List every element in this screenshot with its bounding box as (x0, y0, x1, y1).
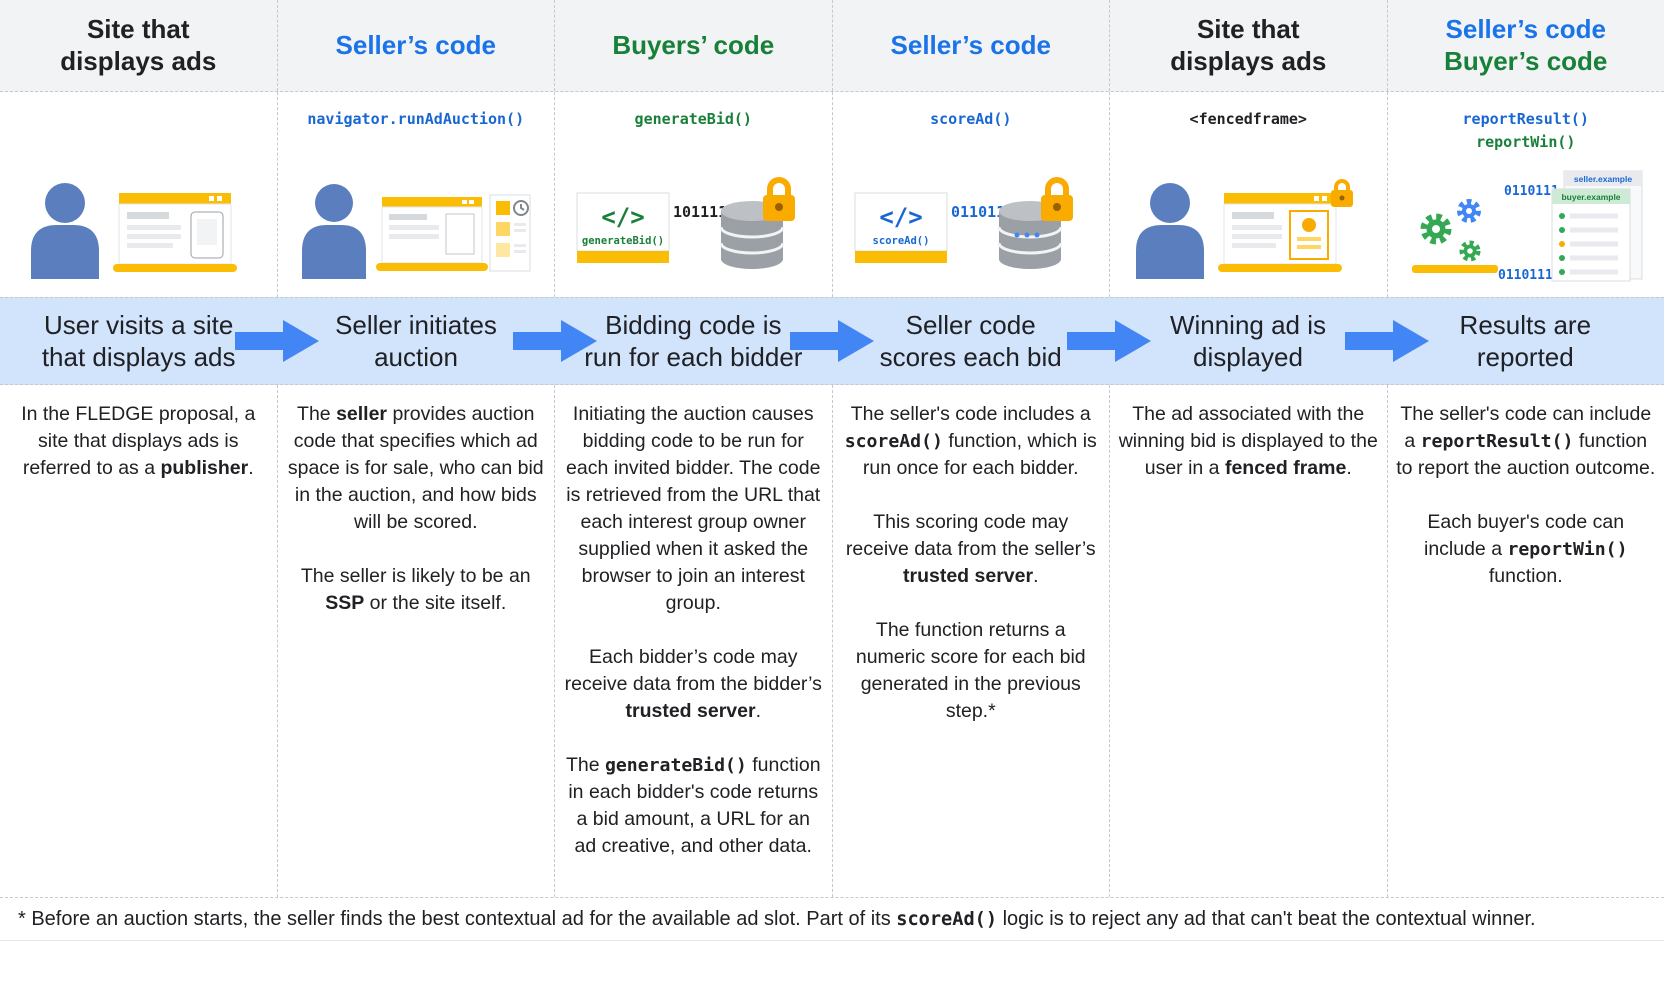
browser-window-icon (113, 192, 238, 272)
browser-window-icon (375, 196, 488, 271)
step-arrow-icon (235, 320, 320, 362)
column-content-3: generateBid() 1011110 </> generateBid() (555, 92, 833, 297)
user-icon (1136, 182, 1205, 279)
lock-icon (1331, 178, 1354, 207)
step-arrow-icon (512, 320, 597, 362)
gear-icon (1420, 213, 1452, 244)
api-label-runadauction: navigator.runAdAuction() (307, 110, 525, 128)
column-header-seller-code-1: Seller’s code (278, 0, 555, 91)
illustration-user-visits-site (0, 156, 277, 297)
seller-card-label: seller.example (1574, 174, 1632, 184)
illustration-scoring-code: 0110111 </> scoreAd() (833, 156, 1110, 297)
description-reporting: The seller's code can include a reportRe… (1396, 403, 1656, 587)
illustration-winning-ad (1110, 156, 1387, 297)
illustration-results-reported: 0110111 0110111 (1388, 156, 1664, 297)
api-label-report: reportResult()reportWin() (1462, 110, 1589, 152)
code-file-label: generateBid() (582, 235, 664, 247)
api-label-generatebid: generateBid() (634, 110, 752, 128)
code-glyph: </> (879, 203, 922, 231)
ad-slots-panel-icon (489, 194, 531, 271)
column-content-5: <fencedframe> (1110, 92, 1388, 297)
content-row: navigator.runAdAuction() (0, 92, 1664, 297)
step-arrow-icon (1067, 320, 1152, 362)
api-label-scoread: scoreAd() (930, 110, 1012, 128)
bidding-code-file-icon: </> generateBid() (576, 192, 670, 263)
gear-icon (1459, 240, 1481, 261)
lock-icon (763, 176, 796, 221)
column-header-seller-code-2: Seller’s code (833, 0, 1110, 91)
binary-data: 1011110 (673, 203, 736, 221)
column-content-4: scoreAd() 0110111 </> scoreAd() (833, 92, 1110, 297)
buyer-report-card-icon: buyer.example (1551, 188, 1631, 281)
description-seller-auction: The seller provides auction code that sp… (278, 385, 555, 897)
bottom-strip (0, 940, 1664, 1000)
winning-ad-icon (1289, 209, 1330, 260)
binary-data: 0110111 (951, 203, 1014, 221)
api-label-fencedframe: <fencedframe> (1189, 110, 1307, 128)
column-content-1 (0, 92, 278, 297)
user-icon (31, 182, 100, 279)
step-arrow-icon (1344, 320, 1429, 362)
binary-data: 0110111 (1504, 184, 1559, 199)
description-fenced-frame: The ad associated with the winning bid i… (1110, 385, 1388, 897)
code-base-bar (1411, 264, 1498, 273)
code-file-label: scoreAd() (872, 235, 929, 247)
code-glyph: </> (602, 203, 645, 231)
seller-icon (301, 183, 366, 279)
gear-icon (1456, 198, 1481, 223)
footnote: * Before an auction starts, the seller f… (0, 897, 1664, 940)
lock-icon (1040, 176, 1073, 221)
description-row: In the FLEDGE proposal, a site that disp… (0, 385, 1664, 897)
description-publisher: In the FLEDGE proposal, a site that disp… (0, 385, 278, 897)
binary-data: 0110111 (1498, 268, 1553, 283)
column-content-6: reportResult()reportWin() 0110111 011011… (1388, 92, 1664, 297)
step-arrow-icon (790, 320, 874, 362)
description-bidding-code: Initiating the auction causes bidding co… (555, 385, 833, 897)
buyer-card-label: buyer.example (1561, 192, 1620, 202)
illustration-bidding-code: 1011110 </> generateBid() (555, 156, 832, 297)
illustration-seller-initiates (278, 156, 555, 297)
scoring-code-file-icon: </> scoreAd() (854, 192, 948, 263)
column-header-buyers-code: Buyers’ code (555, 0, 833, 91)
column-content-2: navigator.runAdAuction() (278, 92, 555, 297)
description-scoring-code: The seller's code includes a scoreAd() f… (833, 385, 1110, 897)
